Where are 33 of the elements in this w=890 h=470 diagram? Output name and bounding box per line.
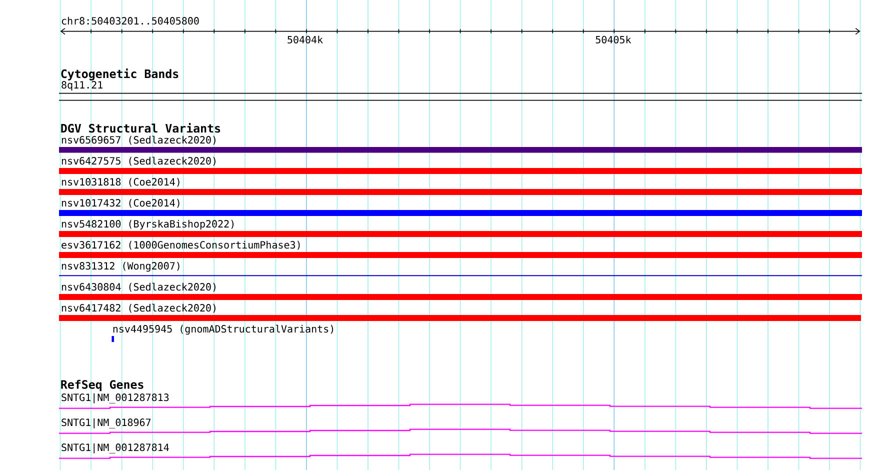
feature-bar bbox=[59, 231, 862, 237]
band-label: 8q11.21 bbox=[62, 81, 102, 91]
tick-label: 50405k bbox=[596, 36, 632, 44]
feature-label: nsv831312 (Wong2007) bbox=[62, 262, 180, 272]
feature-bar bbox=[59, 294, 862, 300]
cytoband bbox=[58, 92, 862, 101]
gene-label: SNTG1|NM_018967 bbox=[62, 418, 151, 428]
gene-line bbox=[59, 428, 862, 434]
locus-label: chr8:50403201..50405800 bbox=[62, 16, 199, 25]
gene-line bbox=[59, 454, 862, 459]
feature-label: nsv4495945 (gnomADStructuralVariants) bbox=[113, 324, 334, 335]
feature-bar bbox=[59, 252, 862, 258]
feature-label: nsv6569657 (Sedlazeck2020) bbox=[62, 136, 216, 145]
feature-label: nsv1031818 (Coe2014) bbox=[62, 178, 180, 187]
feature-line bbox=[58, 275, 862, 276]
feature-label: nsv6417482 (Sedlazeck2020) bbox=[62, 304, 216, 313]
feature-bar bbox=[59, 210, 862, 216]
gene-label: SNTG1|NM_001287813 bbox=[62, 393, 169, 404]
feature-bar bbox=[59, 189, 862, 195]
feature-label: nsv6430804 (Sedlazeck2020) bbox=[62, 282, 216, 292]
feature-bar bbox=[59, 147, 862, 153]
track-heading: DGV Structural Variants bbox=[61, 123, 220, 133]
feature-label: nsv1017432 (Coe2014) bbox=[62, 198, 180, 208]
feature-bar bbox=[59, 315, 861, 321]
feature-label: nsv6427575 (Sedlazeck2020) bbox=[62, 156, 216, 166]
tick-label: 50404k bbox=[288, 36, 323, 44]
feature-label: nsv5482100 (ByrskaBishop2022) bbox=[62, 220, 234, 230]
feature-label: esv3617162 (1000GenomesConsortiumPhase3) bbox=[62, 240, 300, 250]
track-heading: RefSeq Genes bbox=[61, 380, 144, 392]
feature-bar bbox=[59, 168, 862, 174]
gene-line bbox=[59, 404, 862, 409]
feature-bar bbox=[112, 336, 114, 342]
gene-label: SNTG1|NM_001287814 bbox=[62, 443, 169, 454]
